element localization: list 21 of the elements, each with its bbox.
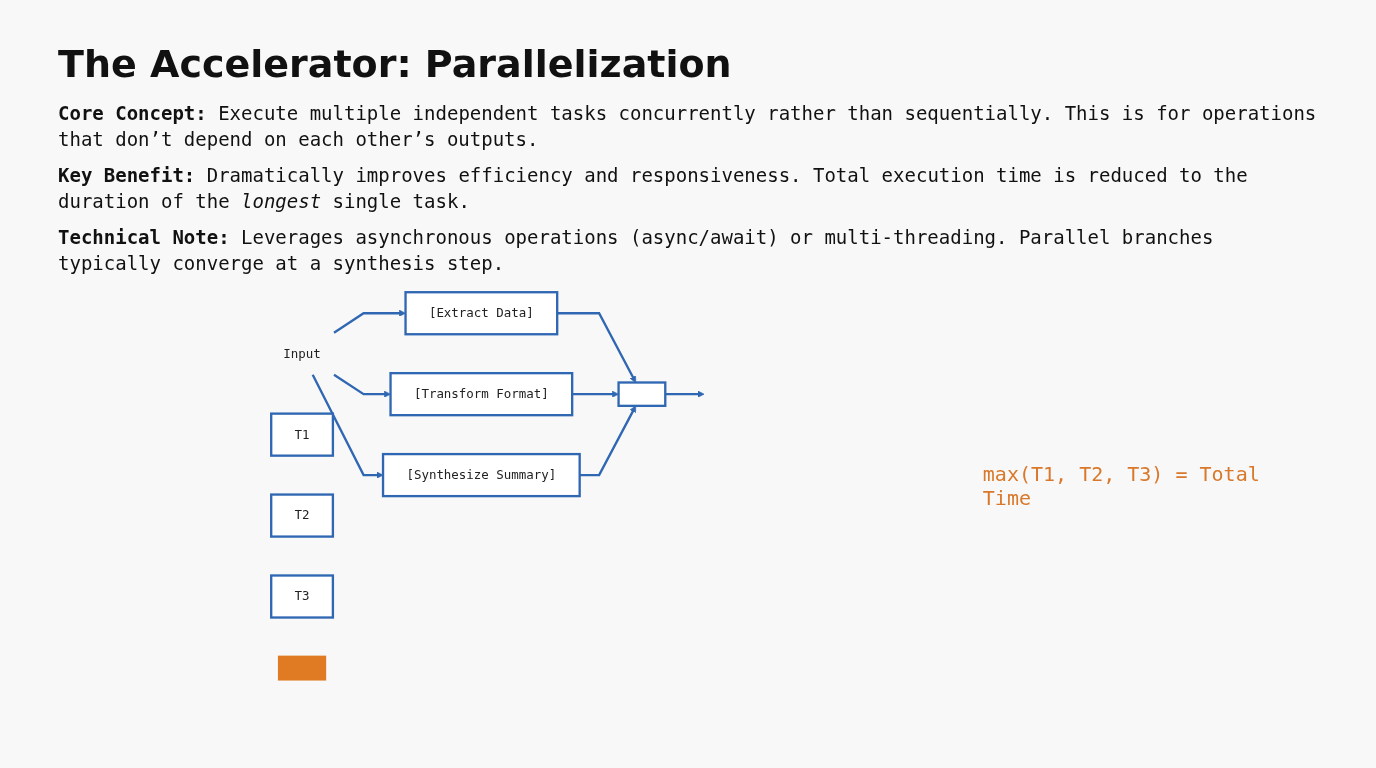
arrow	[557, 312, 637, 383]
node-bar	[277, 655, 327, 681]
node-text: Input	[283, 345, 321, 361]
node-box: T3	[270, 574, 335, 619]
node-box: T2	[270, 493, 335, 538]
arrow	[572, 390, 619, 398]
arrow	[665, 390, 705, 398]
node-box: [Transform Format]	[389, 372, 574, 417]
node-box: [Synthesize Summary]	[381, 452, 581, 498]
arrow	[579, 405, 637, 477]
node-box	[617, 381, 667, 407]
arrow	[333, 373, 391, 398]
arrow	[311, 374, 384, 479]
node-box: [Extract Data]	[404, 291, 559, 336]
total-time-note: max(T1, T2, T3) = Total Time	[982, 462, 1261, 510]
node-box: T1	[270, 412, 335, 457]
description-paragraph: Key Benefit: Dramatically improves efficiency and responsiveness. Total execution time is reduced to the duration of the longest single task.	[58, 163, 1249, 214]
slide-title: The Accelerator: Parallelization	[58, 42, 733, 86]
arrow	[333, 309, 406, 334]
description-paragraph: Technical Note: Leverages asynchronous operations (async/await) or multi-threading. Parallel branches typically converge at a synthesis step.	[58, 225, 1215, 276]
description-paragraph: Core Concept: Execute multiple independent tasks concurrently rather than sequentially. This is for operations that don’t depend on each other’s outputs.	[58, 101, 1318, 152]
